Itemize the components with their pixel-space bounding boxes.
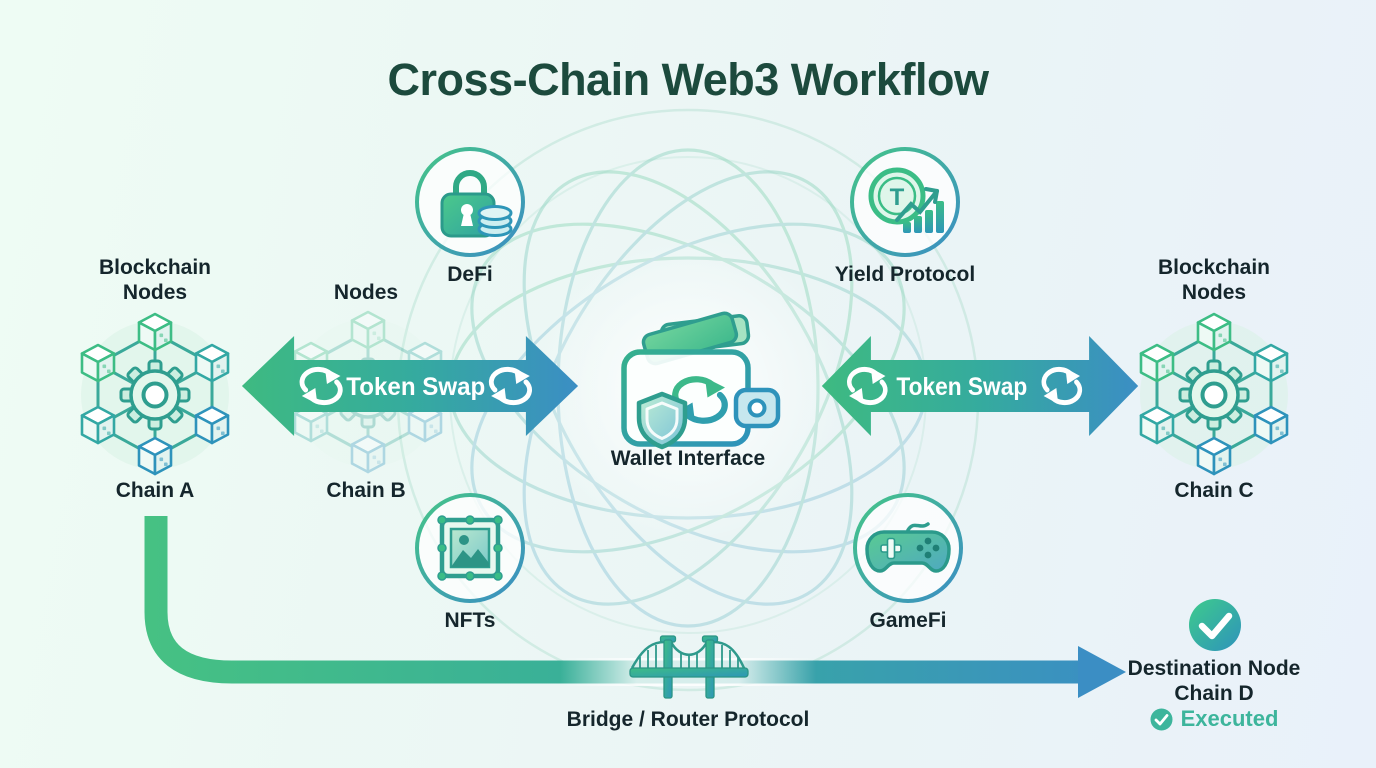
nfts-icon — [415, 493, 525, 603]
chain-a-network-icon — [55, 305, 255, 485]
clasp-icon — [733, 387, 781, 429]
dpad-icon — [880, 537, 902, 560]
chain-c-top-line1: Blockchain — [1157, 256, 1271, 279]
shield-icon — [636, 391, 688, 450]
success-check-icon — [1189, 599, 1241, 651]
token-swap-arrow-right: Token Swap — [821, 336, 1139, 436]
yield-protocol-icon: T — [850, 147, 960, 257]
gamefi-label: GameFi — [869, 609, 947, 632]
yield-protocol-label: Yield Protocol — [834, 263, 976, 286]
coin-stack-icon — [477, 205, 513, 237]
chain-b-label: Chain B — [326, 479, 406, 502]
coin-letter: T — [890, 184, 905, 211]
wallet-interface-label: Wallet Interface — [610, 447, 766, 470]
executed-status-text: Executed — [1180, 706, 1279, 731]
gamepad-buttons — [916, 537, 940, 559]
nfts-label: NFTs — [444, 609, 496, 632]
bar-chart-icon — [903, 201, 944, 233]
chain-a-label: Chain A — [115, 479, 195, 502]
executed-check-icon — [1150, 708, 1173, 730]
bridge-router-label: Bridge / Router Protocol — [566, 708, 810, 731]
defi-label: DeFi — [447, 263, 493, 286]
chain-c-top-line2: Nodes — [1181, 281, 1247, 305]
token-swap-arrow-left: Token Swap — [241, 336, 579, 436]
destination-node-label: Destination Node — [1127, 657, 1301, 680]
wallet-interface-icon — [621, 311, 781, 450]
chain-c-label: Chain C — [1174, 479, 1254, 502]
page-title: Cross-Chain Web3 Workflow — [387, 54, 989, 105]
bridge-icon — [629, 635, 749, 699]
token-swap-label: Token Swap — [346, 374, 485, 401]
token-swap-label: Token Swap — [896, 373, 1027, 401]
chain-a-top-line2: Nodes — [122, 281, 188, 305]
chain-a-top-line1: Blockchain — [98, 256, 212, 279]
chain-b-top-label: Nodes — [333, 281, 399, 304]
destination-chain-label: Chain D — [1174, 682, 1254, 705]
defi-icon — [415, 147, 525, 257]
executed-status-badge: Executed — [1082, 706, 1346, 732]
chain-c-network-icon — [1114, 305, 1314, 485]
growth-arrow-icon — [895, 187, 939, 222]
gamefi-icon — [853, 493, 963, 603]
